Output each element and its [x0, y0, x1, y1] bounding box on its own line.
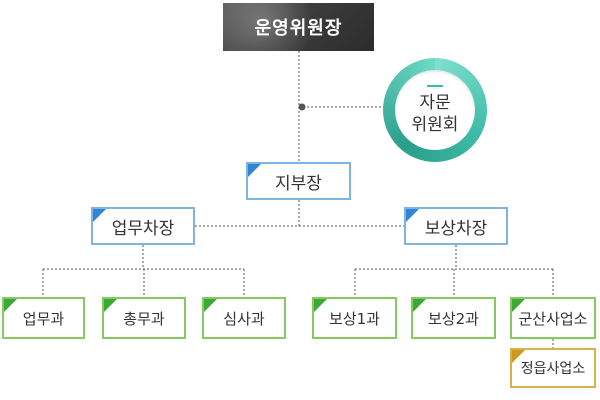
corner-marker — [512, 350, 525, 363]
compensation-director-label: 보상차장 — [424, 218, 488, 239]
business-director-label: 업무차장 — [111, 218, 175, 239]
dept-gunsan-office-box: 군산사업소 — [510, 297, 596, 339]
dept-compensation1-label: 보상1과 — [329, 309, 380, 328]
dept-general-affairs-box: 총무과 — [102, 297, 186, 339]
dept-gunsan-office-label: 군산사업소 — [518, 309, 588, 328]
branch-head-box: 지부장 — [246, 162, 351, 200]
business-director-box: 업무차장 — [91, 207, 195, 245]
corner-marker — [204, 299, 217, 312]
dept-jeongeup-office-label: 정읍사업소 — [520, 361, 586, 377]
corner-marker — [104, 299, 117, 312]
branch-head-label: 지부장 — [275, 173, 322, 194]
corner-marker — [406, 209, 419, 222]
advisory-label-line1: 자문 — [419, 92, 451, 113]
dept-business-label: 업무과 — [22, 309, 65, 328]
advisory-committee-inner: 자문 위원회 — [395, 70, 475, 150]
shine-decoration — [223, 3, 323, 51]
dept-compensation2-box: 보상2과 — [411, 297, 496, 339]
corner-marker — [93, 209, 106, 222]
advisory-label-line2: 위원회 — [411, 114, 459, 135]
corner-marker — [314, 299, 327, 312]
chairman-box: 운영위원장 — [223, 3, 374, 51]
dept-jeongeup-office-box: 정읍사업소 — [510, 348, 596, 388]
advisory-dash-decoration — [427, 84, 443, 87]
corner-marker — [413, 299, 426, 312]
corner-marker — [248, 164, 261, 177]
corner-marker — [512, 299, 525, 312]
compensation-director-box: 보상차장 — [404, 207, 508, 245]
corner-marker — [4, 299, 17, 312]
dept-review-box: 심사과 — [202, 297, 286, 339]
dept-compensation2-label: 보상2과 — [428, 309, 479, 328]
advisory-committee-circle: 자문 위원회 — [383, 58, 487, 162]
junction-dot — [298, 103, 306, 111]
dept-general-affairs-label: 총무과 — [123, 309, 165, 328]
dept-business-box: 업무과 — [2, 297, 85, 339]
dept-review-label: 심사과 — [223, 309, 265, 328]
chairman-label: 운영위원장 — [254, 18, 343, 39]
dept-compensation1-box: 보상1과 — [312, 297, 397, 339]
